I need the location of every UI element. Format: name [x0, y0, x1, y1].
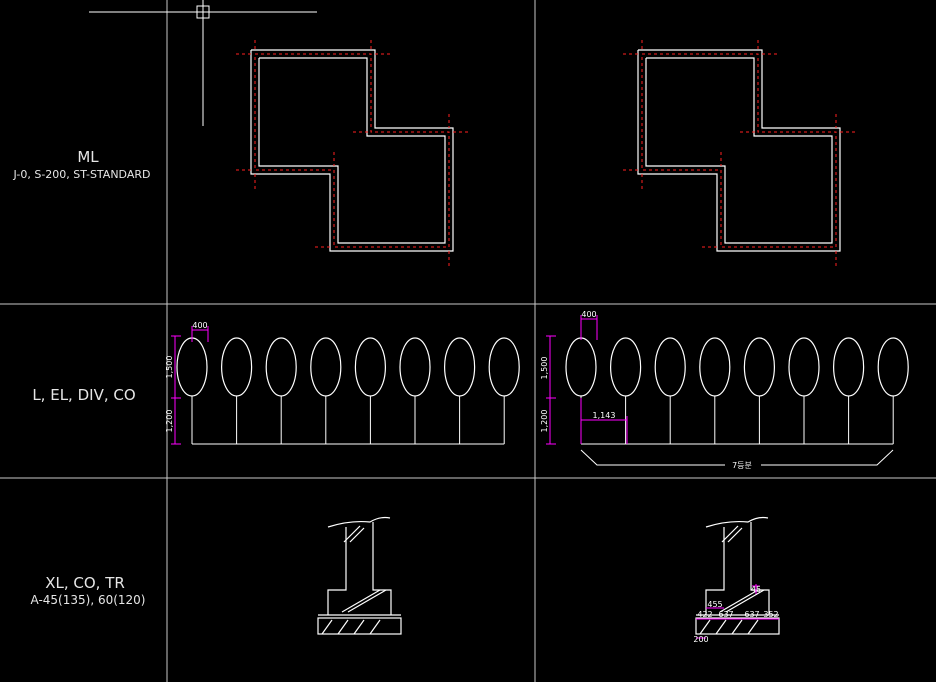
- dim-ellipse-width-right: 400: [581, 310, 596, 319]
- left-ellipse-8: [488, 337, 520, 397]
- dim-ellipse-width-left: 400: [192, 321, 207, 330]
- row3-subtitle: A-45(135), 60(120): [31, 593, 146, 607]
- dim-footing-637-b: 637: [744, 610, 759, 619]
- dim-ellipse-height-left: 1,500: [165, 356, 174, 379]
- row1-subtitle: J-0, S-200, ST-STANDARD: [13, 168, 151, 181]
- right-ellipse-1: [565, 337, 597, 397]
- left-ellipse-1: [176, 337, 208, 397]
- left-ellipse-3: [265, 337, 297, 397]
- dim-footing-455: 455: [707, 600, 722, 609]
- dimension-right: [546, 315, 628, 445]
- right-ellipse-2: [609, 337, 642, 397]
- footing-dimensions: [696, 584, 779, 639]
- dim-ellipse-height-right: 1,500: [540, 357, 549, 380]
- left-ellipse-6: [399, 337, 431, 397]
- left-ellipse-5: [354, 337, 386, 397]
- dim-stem-height-left: 1,200: [165, 410, 174, 433]
- footing-detail-right: [695, 516, 780, 635]
- crosshair-cursor: [89, 0, 317, 126]
- dim-spacing: 1,143: [593, 411, 616, 420]
- right-ellipse-5: [743, 337, 776, 397]
- dim-footing-352: 352: [763, 610, 778, 619]
- right-ellipse-4: [699, 337, 731, 397]
- multiline-shape-left: [236, 40, 470, 268]
- row1-title: ML: [77, 148, 99, 166]
- right-ellipse-7: [832, 337, 865, 397]
- ellipse-array-right: [565, 337, 909, 445]
- right-ellipse-6: [788, 337, 820, 397]
- right-ellipse-8: [877, 337, 909, 397]
- division-label: 7등분: [732, 461, 752, 470]
- division-brace: [580, 449, 894, 466]
- left-ellipse-7: [444, 337, 476, 397]
- dim-footing-637-a: 637: [718, 610, 733, 619]
- dim-footing-422: 422: [697, 610, 712, 619]
- multiline-shape-right: [623, 40, 857, 268]
- right-ellipse-3: [654, 337, 686, 397]
- left-ellipse-4: [310, 337, 342, 397]
- dim-footing-45: 45: [751, 585, 761, 594]
- left-ellipse-2: [221, 337, 253, 397]
- dimension-left: [171, 326, 209, 445]
- row3-title: XL, CO, TR: [45, 574, 125, 592]
- row2-title: L, EL, DIV, CO: [32, 386, 135, 404]
- ellipse-array-left: [176, 337, 520, 445]
- footing-detail-left: [317, 516, 402, 635]
- dim-footing-200: 200: [693, 635, 708, 644]
- dim-stem-height-right: 1,200: [540, 410, 549, 433]
